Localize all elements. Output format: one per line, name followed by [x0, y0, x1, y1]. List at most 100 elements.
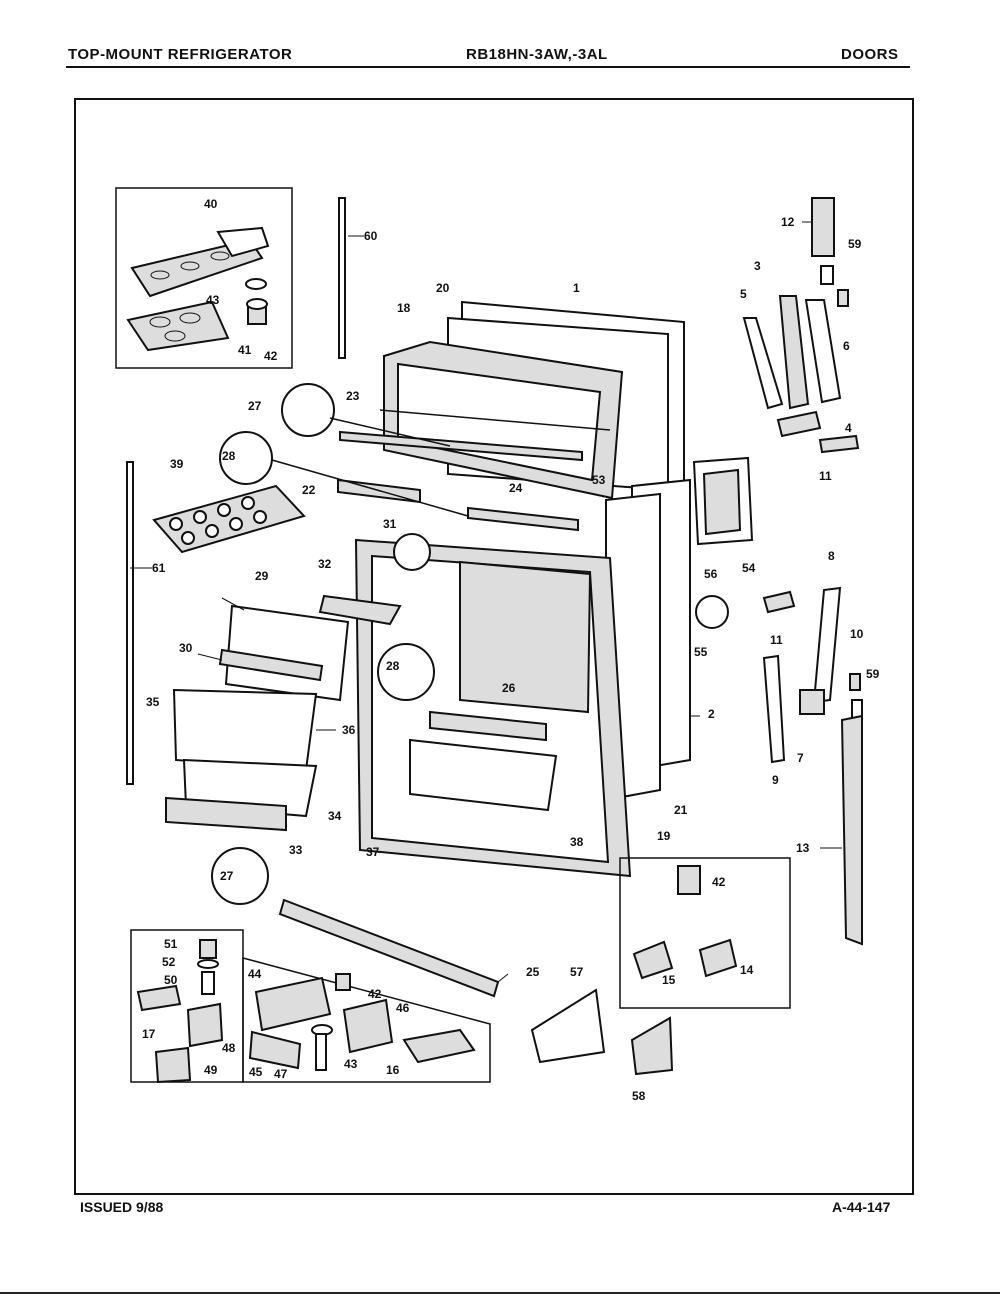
- part-4-hinge-arm: [804, 299, 842, 404]
- callout-4: 4: [845, 421, 852, 435]
- freezer-shelf-rail-23: [339, 430, 583, 462]
- part-5-hinge-arm: [742, 317, 784, 410]
- part-52: [197, 959, 219, 969]
- trim-rod-61: [126, 461, 134, 785]
- callout-44: 44: [248, 967, 262, 981]
- callout-3: 3: [754, 259, 761, 273]
- part-57: [530, 988, 606, 1064]
- callout-6: 6: [843, 339, 850, 353]
- part-44: [254, 976, 332, 1032]
- callout-33: 33: [289, 843, 303, 857]
- callout-46: 46: [396, 1001, 410, 1015]
- part-59-top: [820, 265, 834, 285]
- callout-25: 25: [526, 965, 540, 979]
- door-bin-38: [409, 738, 558, 812]
- callout-52: 52: [162, 955, 176, 969]
- door-shelf-rail-26: [429, 710, 547, 742]
- part-16: [402, 1028, 476, 1064]
- freezer-shelf-rail-24: [467, 506, 579, 532]
- ice-cube-tray: [152, 484, 306, 554]
- trim-rod-60: [338, 197, 346, 359]
- callout-35: 35: [146, 695, 160, 709]
- callout-20: 20: [436, 281, 450, 295]
- part-6: [837, 289, 849, 307]
- part-42-right: [677, 865, 701, 895]
- part-48: [186, 1002, 224, 1048]
- callout-45: 45: [249, 1065, 263, 1079]
- part-hinge-base: [776, 410, 822, 438]
- part-28-inset-top: [219, 431, 273, 485]
- header-model-number: RB18HN-3AW,-3AL: [466, 46, 608, 63]
- part-27-inset-top: [281, 383, 335, 437]
- hinge-inset-box: [115, 187, 293, 369]
- hinge-bottom-plate: [126, 300, 230, 352]
- callout-21: 21: [674, 803, 688, 817]
- part-7: [799, 689, 825, 715]
- callout-17: 17: [142, 1027, 156, 1041]
- dairy-door-hinge-32: [318, 594, 402, 626]
- callout-34: 34: [328, 809, 342, 823]
- part-11-top: [818, 434, 860, 454]
- callout-56: 56: [704, 567, 718, 581]
- header-section: DOORS: [841, 46, 899, 63]
- callout-13: 13: [796, 841, 810, 855]
- door-bin-35: [172, 688, 318, 772]
- callout-48: 48: [222, 1041, 236, 1055]
- callout-11-top: 11: [819, 469, 832, 483]
- callout-12: 12: [781, 215, 795, 229]
- callout-10: 10: [850, 627, 864, 641]
- part-15: [632, 940, 674, 980]
- callout-27-top: 27: [248, 399, 262, 413]
- part-58: [630, 1016, 674, 1076]
- callout-54: 54: [742, 561, 756, 575]
- callout-60: 60: [364, 229, 378, 243]
- part-12: [811, 197, 835, 257]
- callout-28-middle: 28: [386, 659, 400, 673]
- callout-42-kit: 42: [368, 987, 382, 1001]
- callout-41: 41: [238, 343, 252, 357]
- hinge-kit-box-right: [242, 957, 491, 1083]
- callout-50: 50: [164, 973, 178, 987]
- callout-19: 19: [657, 829, 671, 843]
- callout-59-bottom: 59: [866, 667, 880, 681]
- callout-28-top: 28: [222, 449, 236, 463]
- callout-55: 55: [694, 645, 708, 659]
- part-13-strip: [840, 714, 863, 946]
- callout-49: 49: [204, 1063, 218, 1077]
- callout-38: 38: [570, 835, 584, 849]
- callout-57: 57: [570, 965, 584, 979]
- callout-43-kit: 43: [344, 1057, 358, 1071]
- callout-5: 5: [740, 287, 747, 301]
- part-45: [248, 1030, 302, 1070]
- part-49: [154, 1046, 192, 1084]
- callout-15: 15: [662, 973, 676, 987]
- callout-23: 23: [346, 389, 360, 403]
- callout-29: 29: [255, 569, 269, 583]
- part-10: [849, 673, 861, 691]
- part-17: [136, 984, 182, 1012]
- callout-59-top: 59: [848, 237, 862, 251]
- part-42-kit: [335, 973, 351, 991]
- hinge-top-plate: [130, 226, 270, 298]
- part-47: [315, 1033, 327, 1071]
- callout-36: 36: [342, 723, 356, 737]
- callout-39: 39: [170, 457, 184, 471]
- callout-24: 24: [509, 481, 523, 495]
- part-46: [342, 998, 394, 1054]
- callout-2: 2: [708, 707, 715, 721]
- parts-box-right: [619, 857, 791, 1009]
- bottom-rule: [0, 1292, 1000, 1294]
- callout-51: 51: [164, 937, 178, 951]
- callout-42-right: 42: [712, 875, 726, 889]
- callout-40: 40: [204, 197, 218, 211]
- part-31-inset: [393, 533, 431, 571]
- part-27-inset-bottom: [211, 847, 269, 905]
- header-title: TOP-MOUNT REFRIGERATOR: [68, 46, 293, 63]
- callout-14: 14: [740, 963, 754, 977]
- header-rule: [66, 66, 910, 68]
- part-55: [695, 595, 729, 629]
- part-51: [199, 939, 217, 959]
- callout-32: 32: [318, 557, 332, 571]
- door-rail-25: [278, 898, 500, 998]
